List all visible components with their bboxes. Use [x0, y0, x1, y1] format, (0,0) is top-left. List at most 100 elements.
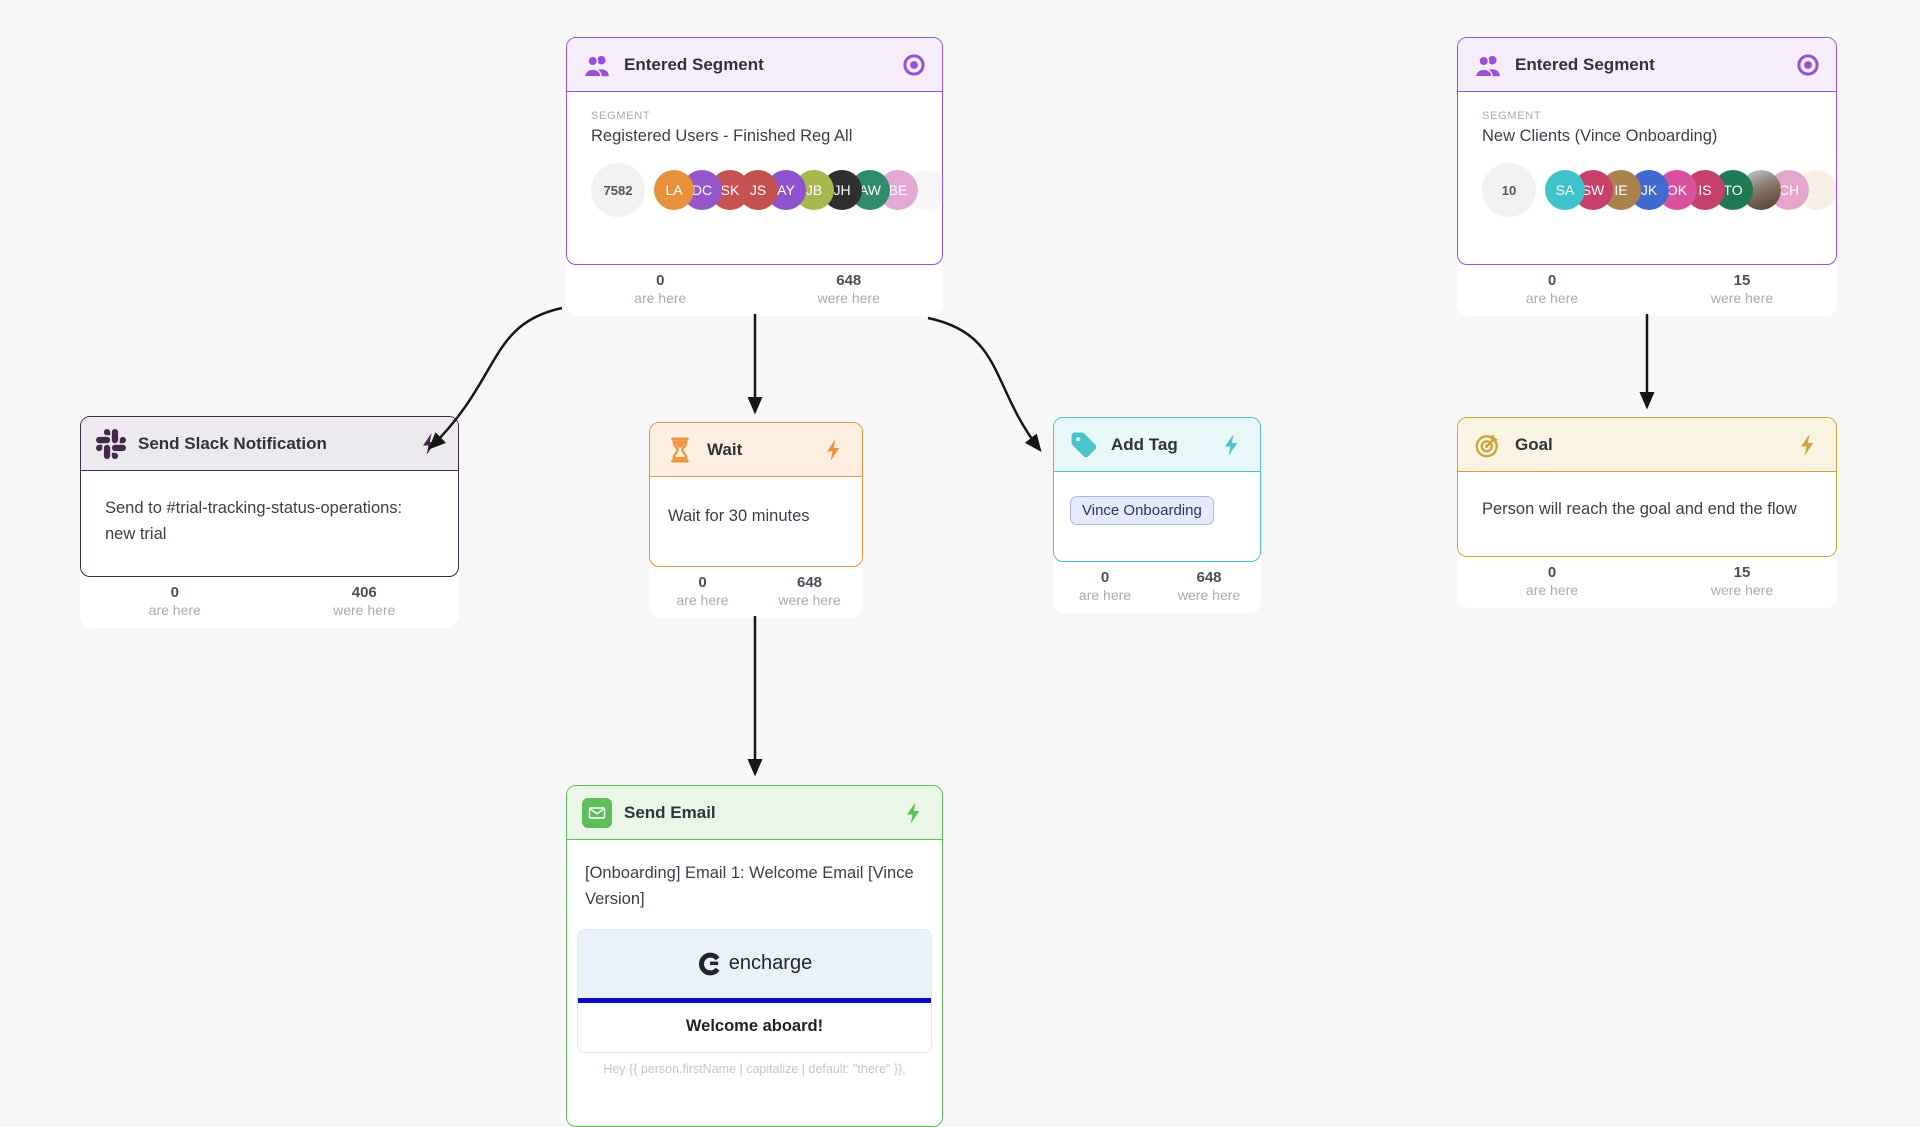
node-title: Send Slack Notification: [138, 433, 327, 453]
stat-label: are here: [676, 592, 729, 608]
node-title: Add Tag: [1111, 434, 1178, 454]
node-body: [Onboarding] Email 1: Welcome Email [Vin…: [567, 840, 942, 1076]
goal-card[interactable]: Goal Person will reach the goal and end …: [1457, 417, 1837, 557]
stat-are-here: 0 are here: [80, 584, 270, 618]
stat-value: 0: [170, 584, 179, 601]
slack-card[interactable]: Send Slack Notification Send to #trial-t…: [80, 416, 459, 577]
node-entered-segment-left[interactable]: Entered Segment SEGMENT Registered Users…: [566, 37, 943, 316]
envelope-icon: [582, 797, 612, 828]
node-header[interactable]: Entered Segment: [1458, 38, 1836, 92]
entered-segment-card[interactable]: Entered Segment SEGMENT Registered Users…: [566, 37, 943, 265]
stat-value: 648: [1196, 569, 1222, 586]
node-title: Goal: [1515, 434, 1553, 454]
stat-label: are here: [1078, 587, 1132, 603]
node-wait[interactable]: Wait Wait for 30 minutes 0 are here 648 …: [649, 422, 863, 618]
stat-were-here: 15 were here: [1647, 564, 1837, 598]
stat-label: were here: [333, 602, 396, 618]
email-heading: Welcome aboard!: [685, 1016, 824, 1035]
node-header[interactable]: Add Tag: [1054, 418, 1260, 472]
node-stats: 0 are here 648 were here: [649, 567, 863, 618]
node-stats: 0 are here 15 were here: [1457, 557, 1837, 608]
stat-value: 406: [351, 584, 377, 601]
stat-are-here: 0 are here: [1457, 272, 1647, 306]
node-stats: 0 are here 15 were here: [1457, 265, 1837, 316]
segment-name: Registered Users - Finished Reg All: [591, 127, 853, 145]
stat-were-here: 648 were here: [1157, 569, 1261, 603]
node-title: Entered Segment: [624, 54, 764, 74]
email-divider: [578, 997, 931, 1003]
lightning-icon[interactable]: [1219, 432, 1245, 458]
email-preview[interactable]: encharge Welcome aboard!: [577, 928, 932, 1053]
avatar: SA: [1545, 170, 1585, 210]
stat-label: were here: [1710, 582, 1774, 598]
bullseye-icon[interactable]: [901, 52, 927, 78]
node-header[interactable]: Wait: [650, 423, 862, 477]
lightning-icon[interactable]: [417, 431, 443, 457]
stat-label: are here: [1525, 582, 1579, 598]
hourglass-icon: [665, 435, 695, 465]
stat-label: are here: [1525, 290, 1579, 306]
node-stats: 0 are here 648 were here: [566, 265, 943, 316]
node-header[interactable]: Entered Segment: [567, 38, 942, 92]
node-send-email[interactable]: Send Email [Onboarding] Email 1: Welcome…: [566, 785, 943, 1127]
stat-label: were here: [817, 290, 880, 306]
node-stats: 0 are here 648 were here: [1053, 562, 1261, 613]
node-send-slack-notification[interactable]: Send Slack Notification Send to #trial-t…: [80, 416, 459, 628]
node-header[interactable]: Send Email: [567, 786, 942, 840]
email-subject: [Onboarding] Email 1: Welcome Email [Vin…: [585, 864, 914, 909]
avatar: LA: [654, 170, 694, 210]
stat-are-here: 0 are here: [1053, 569, 1157, 603]
node-title: Wait: [707, 439, 743, 459]
stat-value: 648: [836, 272, 862, 289]
people-count-bubble: 7582: [591, 163, 645, 217]
node-header[interactable]: Send Slack Notification: [81, 417, 458, 471]
node-body: SEGMENT New Clients (Vince Onboarding) 1…: [1458, 92, 1836, 238]
email-preview-body: Welcome aboard!: [578, 1002, 931, 1052]
stat-were-here: 648 were here: [756, 574, 863, 608]
connector-segment-to-addtag: [927, 316, 1042, 452]
node-add-tag[interactable]: Add Tag Vince Onboarding 0 are here 648 …: [1053, 417, 1261, 613]
lightning-icon[interactable]: [1795, 432, 1821, 458]
email-preview-header: encharge: [578, 929, 931, 998]
stat-were-here: 15 were here: [1647, 272, 1837, 306]
entered-segment-card[interactable]: Entered Segment SEGMENT New Clients (Vin…: [1457, 37, 1837, 265]
stat-were-here: 406 were here: [270, 584, 460, 618]
stat-value: 0: [1547, 272, 1557, 289]
users-icon: [1473, 50, 1503, 80]
stat-label: were here: [778, 592, 841, 608]
stat-were-here: 648 were here: [755, 272, 944, 306]
node-title: Send Email: [624, 802, 716, 822]
email-template-line: Hey {{ person.firstName | capitalize | d…: [603, 1061, 906, 1076]
stat-are-here: 0 are here: [1457, 564, 1647, 598]
node-goal[interactable]: Goal Person will reach the goal and end …: [1457, 417, 1837, 608]
stat-label: are here: [634, 290, 687, 306]
node-header[interactable]: Goal: [1458, 418, 1836, 472]
lightning-icon[interactable]: [901, 800, 927, 826]
stat-are-here: 0 are here: [566, 272, 755, 306]
add-tag-card[interactable]: Add Tag Vince Onboarding: [1053, 417, 1261, 562]
lightning-icon[interactable]: [821, 437, 847, 463]
node-body: Vince Onboarding: [1054, 472, 1260, 549]
segment-section-label: SEGMENT: [591, 110, 651, 122]
wait-card[interactable]: Wait Wait for 30 minutes: [649, 422, 863, 567]
goal-target-icon: [1473, 430, 1503, 460]
bullseye-icon[interactable]: [1795, 52, 1821, 78]
stat-label: were here: [1710, 290, 1774, 306]
stat-label: are here: [148, 602, 201, 618]
stat-value: 0: [656, 272, 665, 289]
node-title: Entered Segment: [1515, 54, 1655, 74]
segment-section-label: SEGMENT: [1482, 110, 1542, 122]
stat-value: 0: [698, 574, 707, 591]
stat-value: 15: [1733, 564, 1751, 581]
tag-chip[interactable]: Vince Onboarding: [1070, 496, 1214, 525]
stat-value: 0: [1547, 564, 1557, 581]
node-body-text: Person will reach the goal and end the f…: [1482, 500, 1797, 518]
encharge-logo: encharge: [697, 951, 812, 977]
node-entered-segment-right[interactable]: Entered Segment SEGMENT New Clients (Vin…: [1457, 37, 1837, 316]
send-email-card[interactable]: Send Email [Onboarding] Email 1: Welcome…: [566, 785, 943, 1127]
